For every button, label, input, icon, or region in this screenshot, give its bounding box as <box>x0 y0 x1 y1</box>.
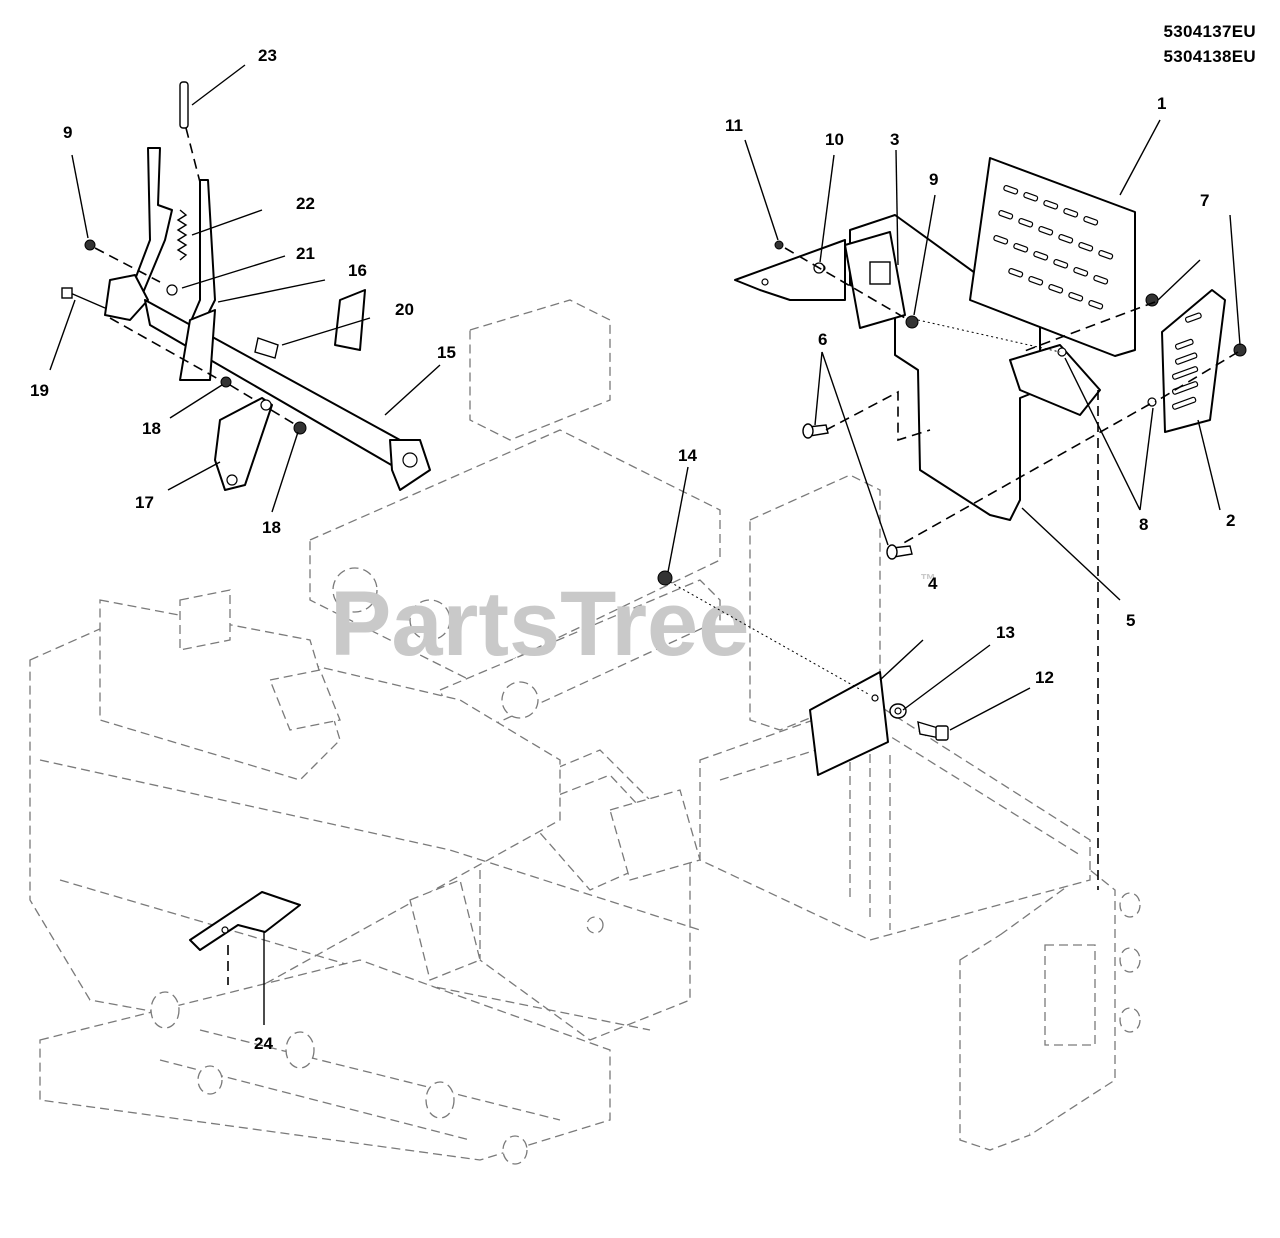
mount-tab <box>734 239 846 301</box>
lever-arm <box>127 147 173 301</box>
nut-9-right <box>905 315 919 329</box>
plate-17 <box>214 397 273 491</box>
bushing-20 <box>254 337 279 359</box>
shaft-bracket <box>334 289 366 351</box>
nut-18-right <box>293 421 307 435</box>
callout-16: 16 <box>348 261 367 280</box>
callout-23: 23 <box>258 46 277 65</box>
callout-11: 11 <box>725 116 743 135</box>
shield-assembly <box>734 157 1247 890</box>
cover-assembly <box>657 570 949 776</box>
pin-23 <box>179 81 189 129</box>
watermark-tm: ™ <box>920 572 936 589</box>
callout-9-left: 9 <box>63 123 72 142</box>
screen-1-slots <box>993 184 1114 310</box>
lever-assembly <box>61 81 431 491</box>
callout-17: 17 <box>135 493 154 512</box>
callout-4: 4 <box>928 574 938 593</box>
nut-9-left <box>84 239 96 251</box>
nut-18-left <box>220 376 232 388</box>
callout-12: 12 <box>1035 668 1054 687</box>
screen-2-slots <box>1171 312 1202 410</box>
bracket-24-group <box>189 891 301 985</box>
model-number-1: 5304137EU <box>1163 22 1256 41</box>
callout-3: 3 <box>890 130 899 149</box>
callout-10: 10 <box>825 130 844 149</box>
screw-11 <box>774 240 784 250</box>
bracket-24 <box>189 891 301 951</box>
watermark-text: PartsTree <box>330 573 749 675</box>
callout-19: 19 <box>30 381 49 400</box>
callout-22: 22 <box>296 194 315 213</box>
callout-24: 24 <box>254 1034 273 1053</box>
callout-5: 5 <box>1126 611 1135 630</box>
callout-18-bottom: 18 <box>262 518 281 537</box>
callouts: 1 2 3 4 5 6 7 8 9 9 10 11 12 13 14 15 16… <box>30 46 1235 1053</box>
washer-21 <box>166 284 178 296</box>
cover-4 <box>809 671 889 776</box>
leader-lines <box>49 64 1241 1025</box>
watermark: PartsTree ™ <box>330 572 936 675</box>
washer-8-upper <box>1057 347 1067 357</box>
lever-base <box>179 309 216 381</box>
callout-21: 21 <box>296 244 315 263</box>
callout-14: 14 <box>678 446 697 465</box>
callout-8: 8 <box>1139 515 1148 534</box>
shaft-15 <box>144 299 411 471</box>
callout-20: 20 <box>395 300 414 319</box>
model-number-2: 5304138EU <box>1163 47 1256 66</box>
callout-2: 2 <box>1226 511 1235 530</box>
screen-2 <box>1161 289 1226 433</box>
bolt-19 <box>61 287 73 299</box>
callout-6: 6 <box>818 330 827 349</box>
clip-3 <box>869 261 891 285</box>
callout-15: 15 <box>437 343 456 362</box>
side-plate <box>1009 344 1101 416</box>
callout-7: 7 <box>1200 191 1209 210</box>
callout-9-right: 9 <box>929 170 938 189</box>
mower-frame <box>29 299 1141 1165</box>
pivot-bracket <box>104 274 149 321</box>
spring-22 <box>176 209 188 261</box>
callout-13: 13 <box>996 623 1015 642</box>
callout-18-left: 18 <box>142 419 161 438</box>
callout-1: 1 <box>1157 94 1166 113</box>
bushing-14 <box>657 570 673 586</box>
